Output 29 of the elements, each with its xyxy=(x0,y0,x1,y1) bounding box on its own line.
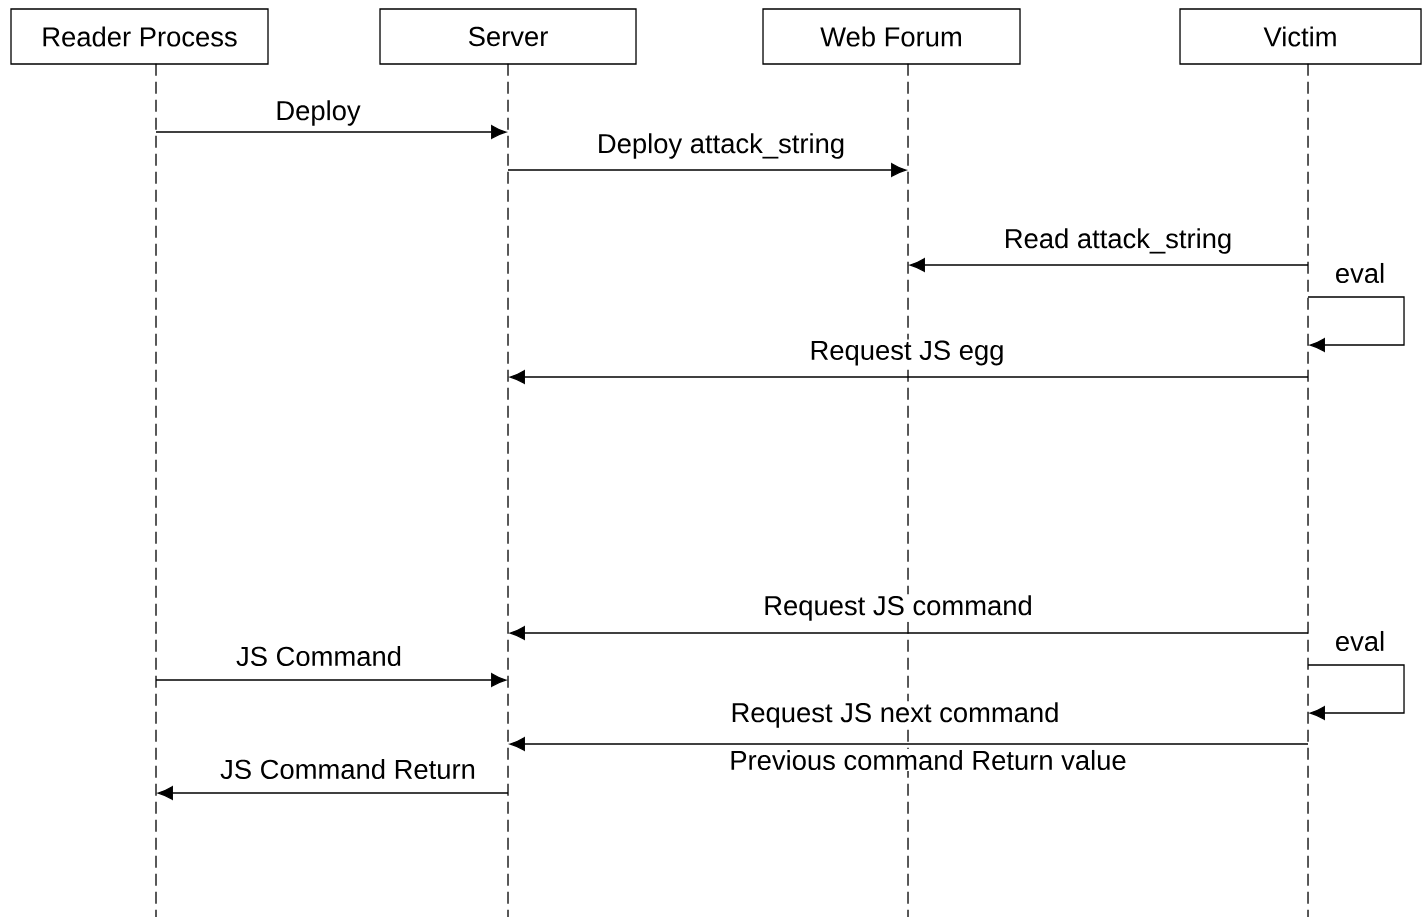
message-arrow xyxy=(509,737,1309,751)
message-arrow xyxy=(909,258,1309,272)
message-arrow xyxy=(157,786,509,800)
message-label: JS Command xyxy=(235,644,403,668)
message-label: Read attack_string xyxy=(1002,227,1234,255)
message-label: Deploy xyxy=(274,99,362,127)
message-label: Request JS command xyxy=(762,594,1034,622)
message-arrow xyxy=(509,626,1309,640)
participant-box: Reader Process xyxy=(10,8,269,65)
lifeline xyxy=(507,63,509,917)
participant-box: Victim xyxy=(1179,8,1422,65)
message-arrow xyxy=(509,370,1309,384)
participant-box: Server xyxy=(379,8,637,65)
message-label: eval xyxy=(1333,629,1387,653)
lifeline xyxy=(155,63,157,917)
message-label: Request JS egg xyxy=(808,339,1006,367)
message-label: Request JS next command xyxy=(729,701,1061,729)
message-arrow xyxy=(155,125,507,139)
message-label: Deploy attack_string xyxy=(595,132,847,160)
message-arrow xyxy=(1307,296,1405,352)
message-label: JS Command Return xyxy=(219,757,477,781)
message-label: Previous command Return value xyxy=(728,748,1128,772)
message-arrow xyxy=(155,673,507,687)
participant-box: Web Forum xyxy=(762,8,1021,65)
message-arrow xyxy=(507,163,907,177)
lifeline xyxy=(907,63,909,917)
message-arrow xyxy=(1307,664,1405,720)
message-label: eval xyxy=(1333,261,1387,285)
lifeline xyxy=(1307,63,1309,917)
